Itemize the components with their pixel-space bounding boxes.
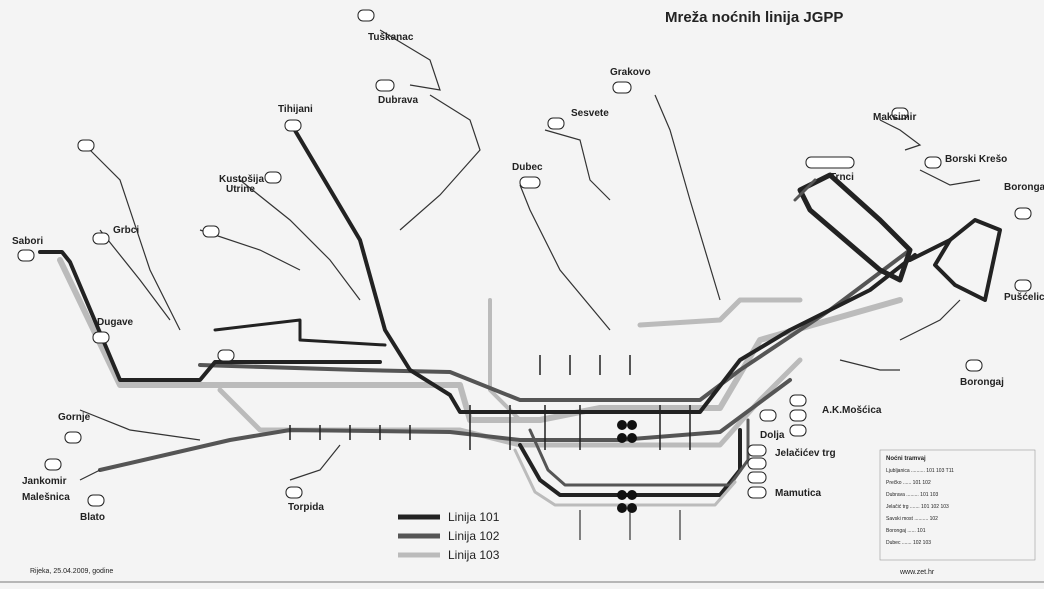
map-title: Mreža noćnih linija JGPP [665,9,843,26]
terminal-label: Maksimir [873,112,916,123]
terminal-label: Dolja [760,430,785,441]
legend: Linija 101 Linija 102 Linija 103 [398,510,500,562]
terminal-label: Torpida [288,502,324,513]
terminal-label: Malešnica [22,492,70,503]
terminal-label: Utrine [226,184,255,195]
terminal-label: Gornje [58,412,91,423]
info-box: Noćni tramvaj Ljubljanica .......... 101… [880,450,1035,560]
info-title: Noćni tramvaj [886,456,926,462]
interchange-nodes [617,420,637,513]
legend-item: Linija 103 [448,548,500,562]
terminal-label: Dugave [97,317,134,328]
terminal-label: Borski Krešo [945,154,1007,165]
terminal-label: Pušćelica [1004,292,1044,303]
info-row: Savski most .......... 102 [886,516,938,522]
terminal-label: Trnci [830,172,854,183]
terminal-label: Grakovo [610,67,651,78]
terminal-label: Borongaj [960,377,1004,388]
terminal-label: Jankomir [22,476,67,487]
terminal-label: A.K.Mošćica [822,405,882,416]
footer-date: Rijeka, 25.04.2009, godine [30,568,113,575]
info-row: Jelačić trg ....... 101 102 103 [886,504,949,510]
terminal-label: Jelačićev trg [775,448,836,459]
info-row: Dubrava ......... 101 103 [886,492,938,498]
terminal-label: Tihijani [278,104,313,115]
info-row: Prečko ...... 101 102 [886,480,931,486]
terminal-label: Mamutica [775,488,822,499]
terminal-label: Dubrava [378,95,418,106]
terminal-label: Borongaj [1004,182,1044,193]
info-row: Dubec ....... 102 103 [886,540,931,546]
terminal-label: Tuškanac [368,32,414,43]
terminal-label: Blato [80,512,105,523]
terminal-label: Sabori [12,236,43,247]
info-row: Ljubljanica .......... 101 103 T11 [886,468,954,474]
legend-item: Linija 101 [448,510,500,524]
legend-item: Linija 102 [448,529,500,543]
terminal-label: Sesvete [571,108,609,119]
route-lines [40,122,1000,505]
website-link[interactable]: www.zet.hr [899,569,935,576]
info-row: Borongaj ...... 101 [886,528,926,534]
terminal-label: Dubec [512,162,543,173]
terminal-label: Grbci [113,225,139,236]
route-badges [18,10,1031,506]
